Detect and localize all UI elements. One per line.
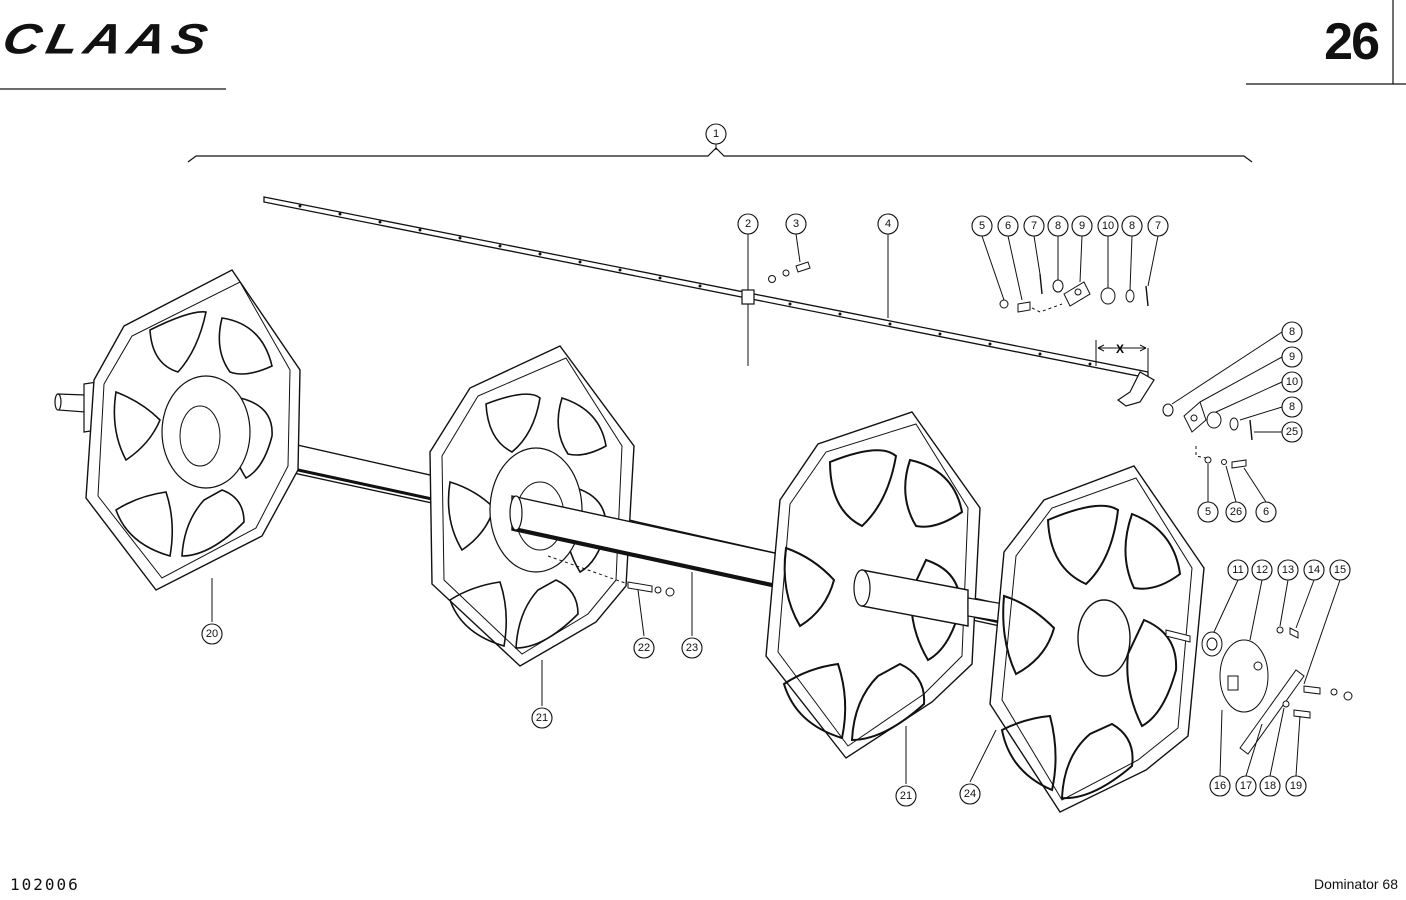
callout-7b	[1147, 215, 1169, 237]
callout-8d	[1281, 396, 1303, 418]
callout-label: 12	[1256, 564, 1268, 576]
tine-bar-holes	[298, 204, 1092, 366]
callout-label: 4	[885, 218, 891, 230]
callout-8c	[1281, 321, 1303, 343]
callout-label: 2	[745, 218, 751, 230]
callout-label: 8	[1289, 326, 1295, 338]
callout-17	[1235, 775, 1257, 797]
callout-3	[785, 213, 807, 235]
callout-label: 25	[1286, 426, 1298, 438]
assembly-bracket	[187, 147, 1253, 163]
callout-label: 13	[1282, 564, 1294, 576]
document-id: 102006	[10, 875, 80, 894]
callout-23	[681, 637, 703, 659]
callout-label: 1	[713, 128, 719, 140]
callout-8a	[1047, 215, 1069, 237]
callout-label: 8	[1129, 220, 1135, 232]
end-plate-24	[989, 465, 1205, 813]
callout-label: 6	[1005, 220, 1011, 232]
callout-label: 9	[1079, 220, 1085, 232]
callout-2	[737, 213, 759, 235]
callout-label: 3	[793, 218, 799, 230]
callout-label: 20	[206, 628, 218, 640]
callout-25	[1281, 421, 1303, 443]
callout-9a	[1071, 215, 1093, 237]
callout-24	[959, 783, 981, 805]
callout-label: 7	[1155, 220, 1161, 232]
callout-label: 18	[1264, 780, 1276, 792]
callout-label: 15	[1334, 564, 1346, 576]
callout-10b	[1281, 371, 1303, 393]
callout-5b	[1197, 501, 1219, 523]
callout-15	[1329, 559, 1351, 581]
callout-label: 6	[1263, 506, 1269, 518]
machine-model: Dominator 68	[1313, 876, 1398, 892]
callout-13	[1277, 559, 1299, 581]
callout-16	[1209, 775, 1231, 797]
callout-22	[633, 637, 655, 659]
callout-8b	[1121, 215, 1143, 237]
callout-5a	[971, 215, 993, 237]
callout-label: 10	[1286, 376, 1298, 388]
bolt-item-3	[768, 261, 811, 283]
callout-label: 23	[686, 642, 698, 654]
callout-label: 21	[536, 712, 548, 724]
header-rules	[0, 0, 1406, 90]
callout-6b	[1255, 501, 1277, 523]
callout-6a	[997, 215, 1019, 237]
tine-bar	[263, 196, 1155, 407]
leader-lines	[211, 144, 1341, 784]
dimension-x-label: X	[1116, 342, 1124, 356]
callout-21a	[531, 707, 553, 729]
callout-label: 8	[1055, 220, 1061, 232]
callout-label: 19	[1290, 780, 1302, 792]
callout-label: 21	[900, 790, 912, 802]
spider-plate-20	[85, 269, 301, 591]
callout-label: 10	[1102, 220, 1114, 232]
callout-1	[705, 123, 727, 145]
callouts	[201, 123, 1351, 807]
callout-10a	[1097, 215, 1119, 237]
callout-labels: 1 2 3 4 5 6 7 8 9 10 8 7 8 9 10 8 25 5 2…	[206, 128, 1346, 802]
dimension-x	[1095, 340, 1149, 372]
callout-9b	[1281, 346, 1303, 368]
callout-label: 11	[1232, 564, 1243, 576]
callout-label: 8	[1289, 401, 1295, 413]
callout-label: 16	[1214, 780, 1226, 792]
callout-label: 22	[638, 642, 650, 654]
callout-11	[1227, 559, 1249, 581]
callout-19	[1285, 775, 1307, 797]
hardware-upper-right	[999, 273, 1253, 469]
callout-label: 17	[1240, 780, 1252, 792]
callout-7a	[1023, 215, 1045, 237]
callout-label: 9	[1289, 351, 1295, 363]
callout-21b	[895, 785, 917, 807]
callout-4	[877, 213, 899, 235]
callout-14	[1303, 559, 1325, 581]
callout-20	[201, 623, 223, 645]
callout-26	[1225, 501, 1247, 523]
callout-label: 5	[979, 220, 985, 232]
bolt-item-22	[547, 555, 675, 597]
hardware-lower-right	[1165, 626, 1353, 755]
callout-label: 5	[1205, 506, 1211, 518]
callout-label: 14	[1308, 564, 1320, 576]
callout-12	[1251, 559, 1273, 581]
callout-label: 26	[1230, 506, 1242, 518]
page-number: 26	[1324, 13, 1380, 71]
callout-label: 24	[964, 788, 976, 800]
callout-18	[1259, 775, 1281, 797]
callout-label: 7	[1031, 220, 1037, 232]
